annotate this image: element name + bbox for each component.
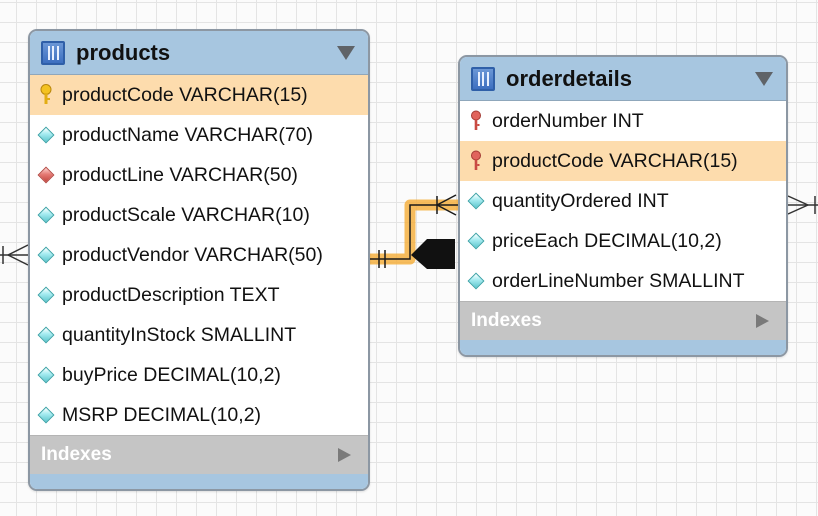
diamond-icon (460, 232, 492, 250)
column-label: buyPrice DECIMAL(10,2) (62, 363, 281, 386)
diamond-icon (460, 192, 492, 210)
triangle-right-icon[interactable] (338, 448, 351, 462)
column-row-quantityinstock[interactable]: quantityInStock SMALLINT (30, 315, 368, 355)
diamond-icon (30, 406, 62, 424)
column-label: productScale VARCHAR(10) (62, 203, 310, 226)
column-row-productscale[interactable]: productScale VARCHAR(10) (30, 195, 368, 235)
productcode-relationship-line[interactable] (370, 194, 460, 269)
column-label: productDescription TEXT (62, 283, 280, 306)
diamond-icon (30, 246, 62, 264)
table-footer (30, 474, 368, 489)
column-label: productVendor VARCHAR(50) (62, 243, 323, 266)
column-label: orderLineNumber SMALLINT (492, 269, 745, 292)
indexes-section[interactable]: Indexes (460, 301, 786, 340)
red-diamond-icon (30, 166, 62, 184)
left-connector (0, 244, 29, 266)
column-row-buyprice[interactable]: buyPrice DECIMAL(10,2) (30, 355, 368, 395)
column-label: MSRP DECIMAL(10,2) (62, 403, 262, 426)
table-header[interactable]: orderdetails (460, 57, 786, 101)
diamond-icon (30, 126, 62, 144)
indexes-label: Indexes (471, 310, 542, 331)
relationship-handle-icon (411, 239, 455, 269)
table-header[interactable]: products (30, 31, 368, 75)
column-label: productCode VARCHAR(15) (62, 83, 308, 106)
column-row-quantityordered[interactable]: quantityOrdered INT (460, 181, 786, 221)
column-row-orderlinenumber[interactable]: orderLineNumber SMALLINT (460, 261, 786, 301)
diamond-icon (30, 206, 62, 224)
table-title: orderdetails (506, 65, 632, 91)
column-label: quantityInStock SMALLINT (62, 323, 297, 346)
column-row-productcode[interactable]: productCode VARCHAR(15) (30, 75, 368, 115)
red-key-icon (460, 110, 492, 132)
column-label: productName VARCHAR(70) (62, 123, 314, 146)
column-row-productvendor[interactable]: productVendor VARCHAR(50) (30, 235, 368, 275)
key-icon (30, 84, 62, 106)
column-label: orderNumber INT (492, 109, 644, 132)
column-label: productLine VARCHAR(50) (62, 163, 298, 186)
column-row-ordernumber[interactable]: orderNumber INT (460, 101, 786, 141)
column-row-productdescription[interactable]: productDescription TEXT (30, 275, 368, 315)
column-list: orderNumber INT productCode VARCHAR(15) … (460, 101, 786, 301)
column-row-msrp[interactable]: MSRP DECIMAL(10,2) (30, 395, 368, 435)
triangle-down-icon[interactable] (337, 46, 355, 60)
table-products[interactable]: products productCode VARCHAR(15) product… (28, 29, 370, 491)
diamond-icon (30, 326, 62, 344)
table-grid-icon (41, 40, 65, 65)
indexes-label: Indexes (41, 444, 112, 465)
diamond-icon (30, 366, 62, 384)
column-label: productCode VARCHAR(15) (492, 149, 738, 172)
table-orderdetails[interactable]: orderdetails orderNumber INT productCode… (458, 55, 788, 357)
column-row-productline[interactable]: productLine VARCHAR(50) (30, 155, 368, 195)
column-row-productname[interactable]: productName VARCHAR(70) (30, 115, 368, 155)
column-label: priceEach DECIMAL(10,2) (492, 229, 722, 252)
table-title: products (76, 39, 171, 65)
red-key-icon (460, 150, 492, 172)
column-row-priceeach[interactable]: priceEach DECIMAL(10,2) (460, 221, 786, 261)
diamond-icon (460, 272, 492, 290)
indexes-section[interactable]: Indexes (30, 435, 368, 474)
column-list: productCode VARCHAR(15) productName VARC… (30, 75, 368, 435)
triangle-right-icon[interactable] (756, 314, 769, 328)
column-row-productcode[interactable]: productCode VARCHAR(15) (460, 141, 786, 181)
right-connector (787, 195, 818, 215)
table-footer (460, 340, 786, 355)
column-label: quantityOrdered INT (492, 189, 669, 212)
table-grid-icon (471, 66, 495, 91)
diamond-icon (30, 286, 62, 304)
triangle-down-icon[interactable] (755, 72, 773, 86)
